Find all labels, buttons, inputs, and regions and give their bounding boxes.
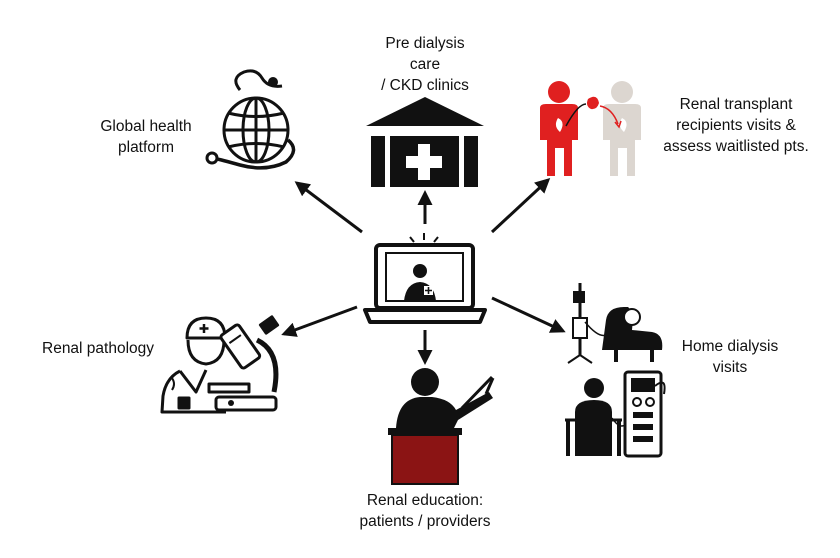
label-education: Renal education: patients / providers [359,492,491,530]
arrow-to-global-health [294,181,363,234]
teacher-lectern-icon [388,368,495,485]
telehealth-laptop-icon [363,233,487,324]
arrow-to-home-dialysis [491,296,566,333]
label-transplant: Renal transplant recipients visits & ass… [663,96,809,155]
kidney-icon [587,96,599,110]
arrow-to-transplant [490,177,551,234]
clinic-building-icon [366,97,484,187]
label-pre-dialysis: Pre dialysis care / CKD clinics [381,35,469,94]
dialysis-machine-icon [565,283,666,458]
label-global-health: Global health platform [100,118,192,156]
connector-arrows [281,177,566,365]
label-home-dialysis: Home dialysis visits [681,338,779,376]
arrow-to-pathology [281,305,358,337]
globe-stethoscope-icon [205,69,296,170]
label-pathology: Renal pathology [42,340,155,357]
donor-figure [540,81,578,176]
kidney-transplant-icon [540,81,641,176]
doctor-microscope-icon [160,315,280,414]
recipient-figure [603,81,641,176]
